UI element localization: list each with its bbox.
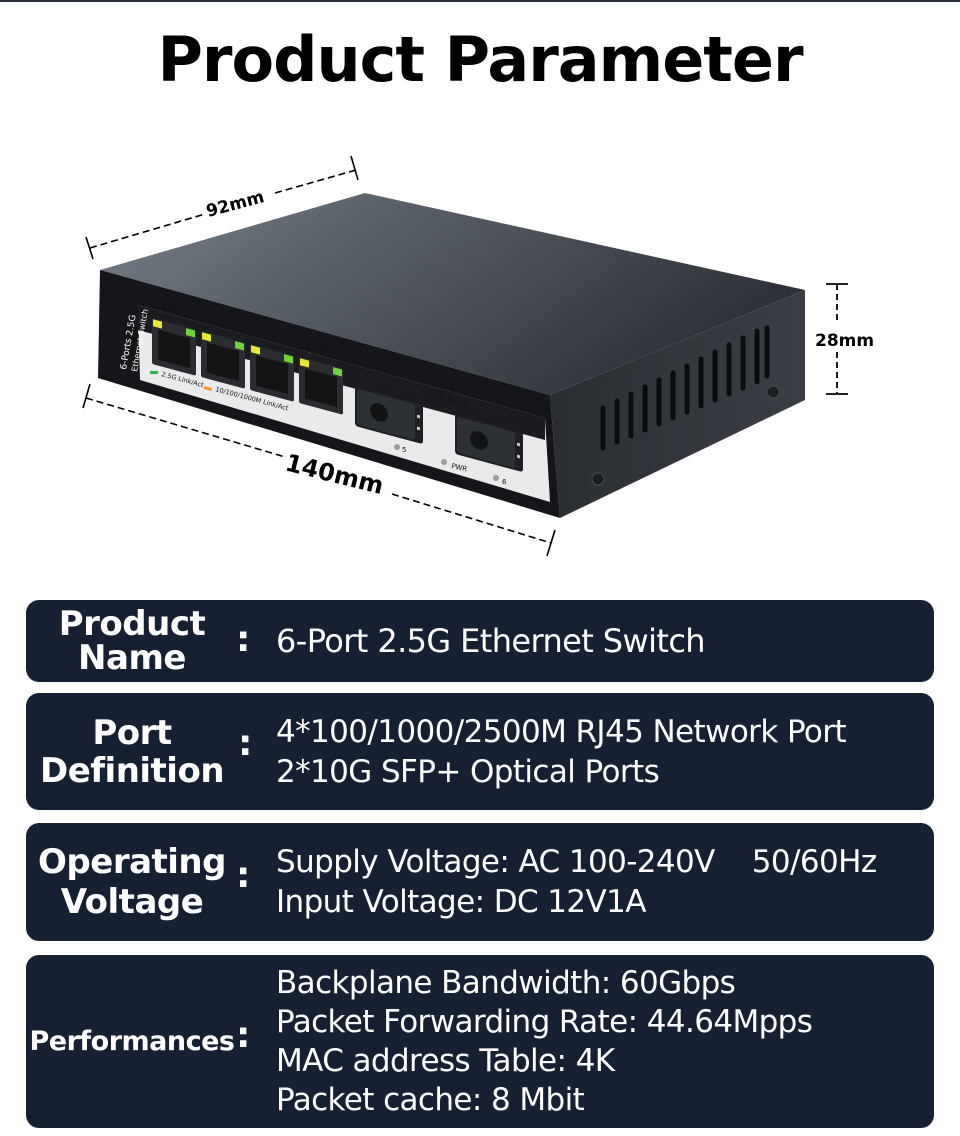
spec-label: Port Definition	[26, 693, 238, 810]
sfp-port-number-6: 6	[502, 478, 507, 486]
spec-panel-port-definition: Port Definition : 4*100/1000/2500M RJ45 …	[26, 693, 934, 810]
spec-values: Supply Voltage: AC 100-240V 50/60Hz Inpu…	[276, 823, 877, 941]
spec-colon: :	[238, 723, 253, 764]
spec-label: Product Name	[26, 600, 238, 682]
spec-value: 2*10G SFP+ Optical Ports	[276, 753, 660, 790]
rj45-port-group	[152, 318, 343, 415]
port-number-2: 2	[220, 320, 226, 330]
spec-label: Operating Voltage	[26, 823, 238, 941]
rj45-port	[299, 357, 343, 415]
spec-panel-operating-voltage: Operating Voltage : Supply Voltage: AC 1…	[26, 823, 934, 941]
spec-label-line: Product	[58, 604, 206, 644]
spec-panel-performances: Performances : Backplane Bandwidth: 60Gb…	[26, 955, 934, 1128]
spec-label-line: Operating	[38, 842, 226, 882]
spec-value: Packet cache: 8 Mbit	[276, 1081, 585, 1118]
height-dimension-label: 28mm	[815, 331, 874, 351]
spec-value: MAC address Table: 4K	[276, 1042, 615, 1079]
spec-label-line: Port	[92, 712, 172, 753]
spec-value: Packet Forwarding Rate: 44.64Mpps	[276, 1003, 813, 1040]
spec-panel-product-name: Product Name : 6-Port 2.5G Ethernet Swit…	[26, 600, 934, 682]
spec-value: Input Voltage: DC 12V1A	[276, 884, 646, 920]
depth-dimension-line	[85, 155, 359, 260]
spec-values: Backplane Bandwidth: 60Gbps Packet Forwa…	[276, 955, 813, 1128]
spec-label-line: Performances	[29, 1026, 236, 1057]
side-screw-icon	[591, 472, 605, 486]
depth-dimension-label: 92mm	[204, 187, 266, 222]
spec-values: 4*100/1000/2500M RJ45 Network Port 2*10G…	[276, 693, 847, 810]
rj45-port	[250, 344, 294, 402]
legend-orange-swatch	[203, 385, 213, 391]
sfp-port	[355, 386, 423, 444]
switch-top-surface	[100, 193, 805, 395]
product-illustration: 6-Ports 2.5G Ethernet Switch 1 2	[82, 155, 874, 557]
spec-colon: :	[236, 1015, 251, 1056]
spec-value: 4*100/1000/2500M RJ45 Network Port	[276, 713, 847, 750]
spec-colon: :	[236, 855, 251, 896]
sfp6-led-icon	[493, 475, 499, 481]
pwr-led-icon	[441, 459, 447, 465]
height-dimension-line	[826, 283, 848, 395]
top-divider	[0, 0, 960, 2]
width-dimension-line	[82, 383, 556, 557]
rj45-port	[152, 318, 196, 376]
sfp5-led-icon	[394, 444, 400, 450]
page-title: Product Parameter	[157, 23, 803, 96]
sfp-bracket-line	[365, 377, 499, 418]
port-number-4: 4	[319, 347, 325, 357]
spec-value: 6-Port 2.5G Ethernet Switch	[276, 622, 706, 660]
side-screw-icon	[766, 385, 780, 399]
port-number-1: 1	[172, 307, 178, 317]
legend-green-swatch	[150, 371, 158, 374]
port-number-3: 3	[269, 333, 275, 343]
spec-value: Supply Voltage: AC 100-240V 50/60Hz	[276, 844, 877, 880]
spec-value: Backplane Bandwidth: 60Gbps	[276, 964, 736, 1001]
spec-label: Performances	[28, 955, 236, 1128]
sfp-port-number-5: 5	[402, 446, 406, 454]
spec-values: 6-Port 2.5G Ethernet Switch	[276, 600, 706, 682]
pwr-label: PWR	[451, 462, 468, 473]
sfp-port	[455, 414, 523, 472]
spec-label-line: Voltage	[60, 882, 204, 922]
spec-colon: :	[236, 619, 251, 660]
spec-label-line: Definition	[39, 750, 225, 791]
rj45-port	[201, 331, 245, 389]
spec-label-line: Name	[78, 638, 186, 678]
side-vents	[600, 325, 770, 451]
